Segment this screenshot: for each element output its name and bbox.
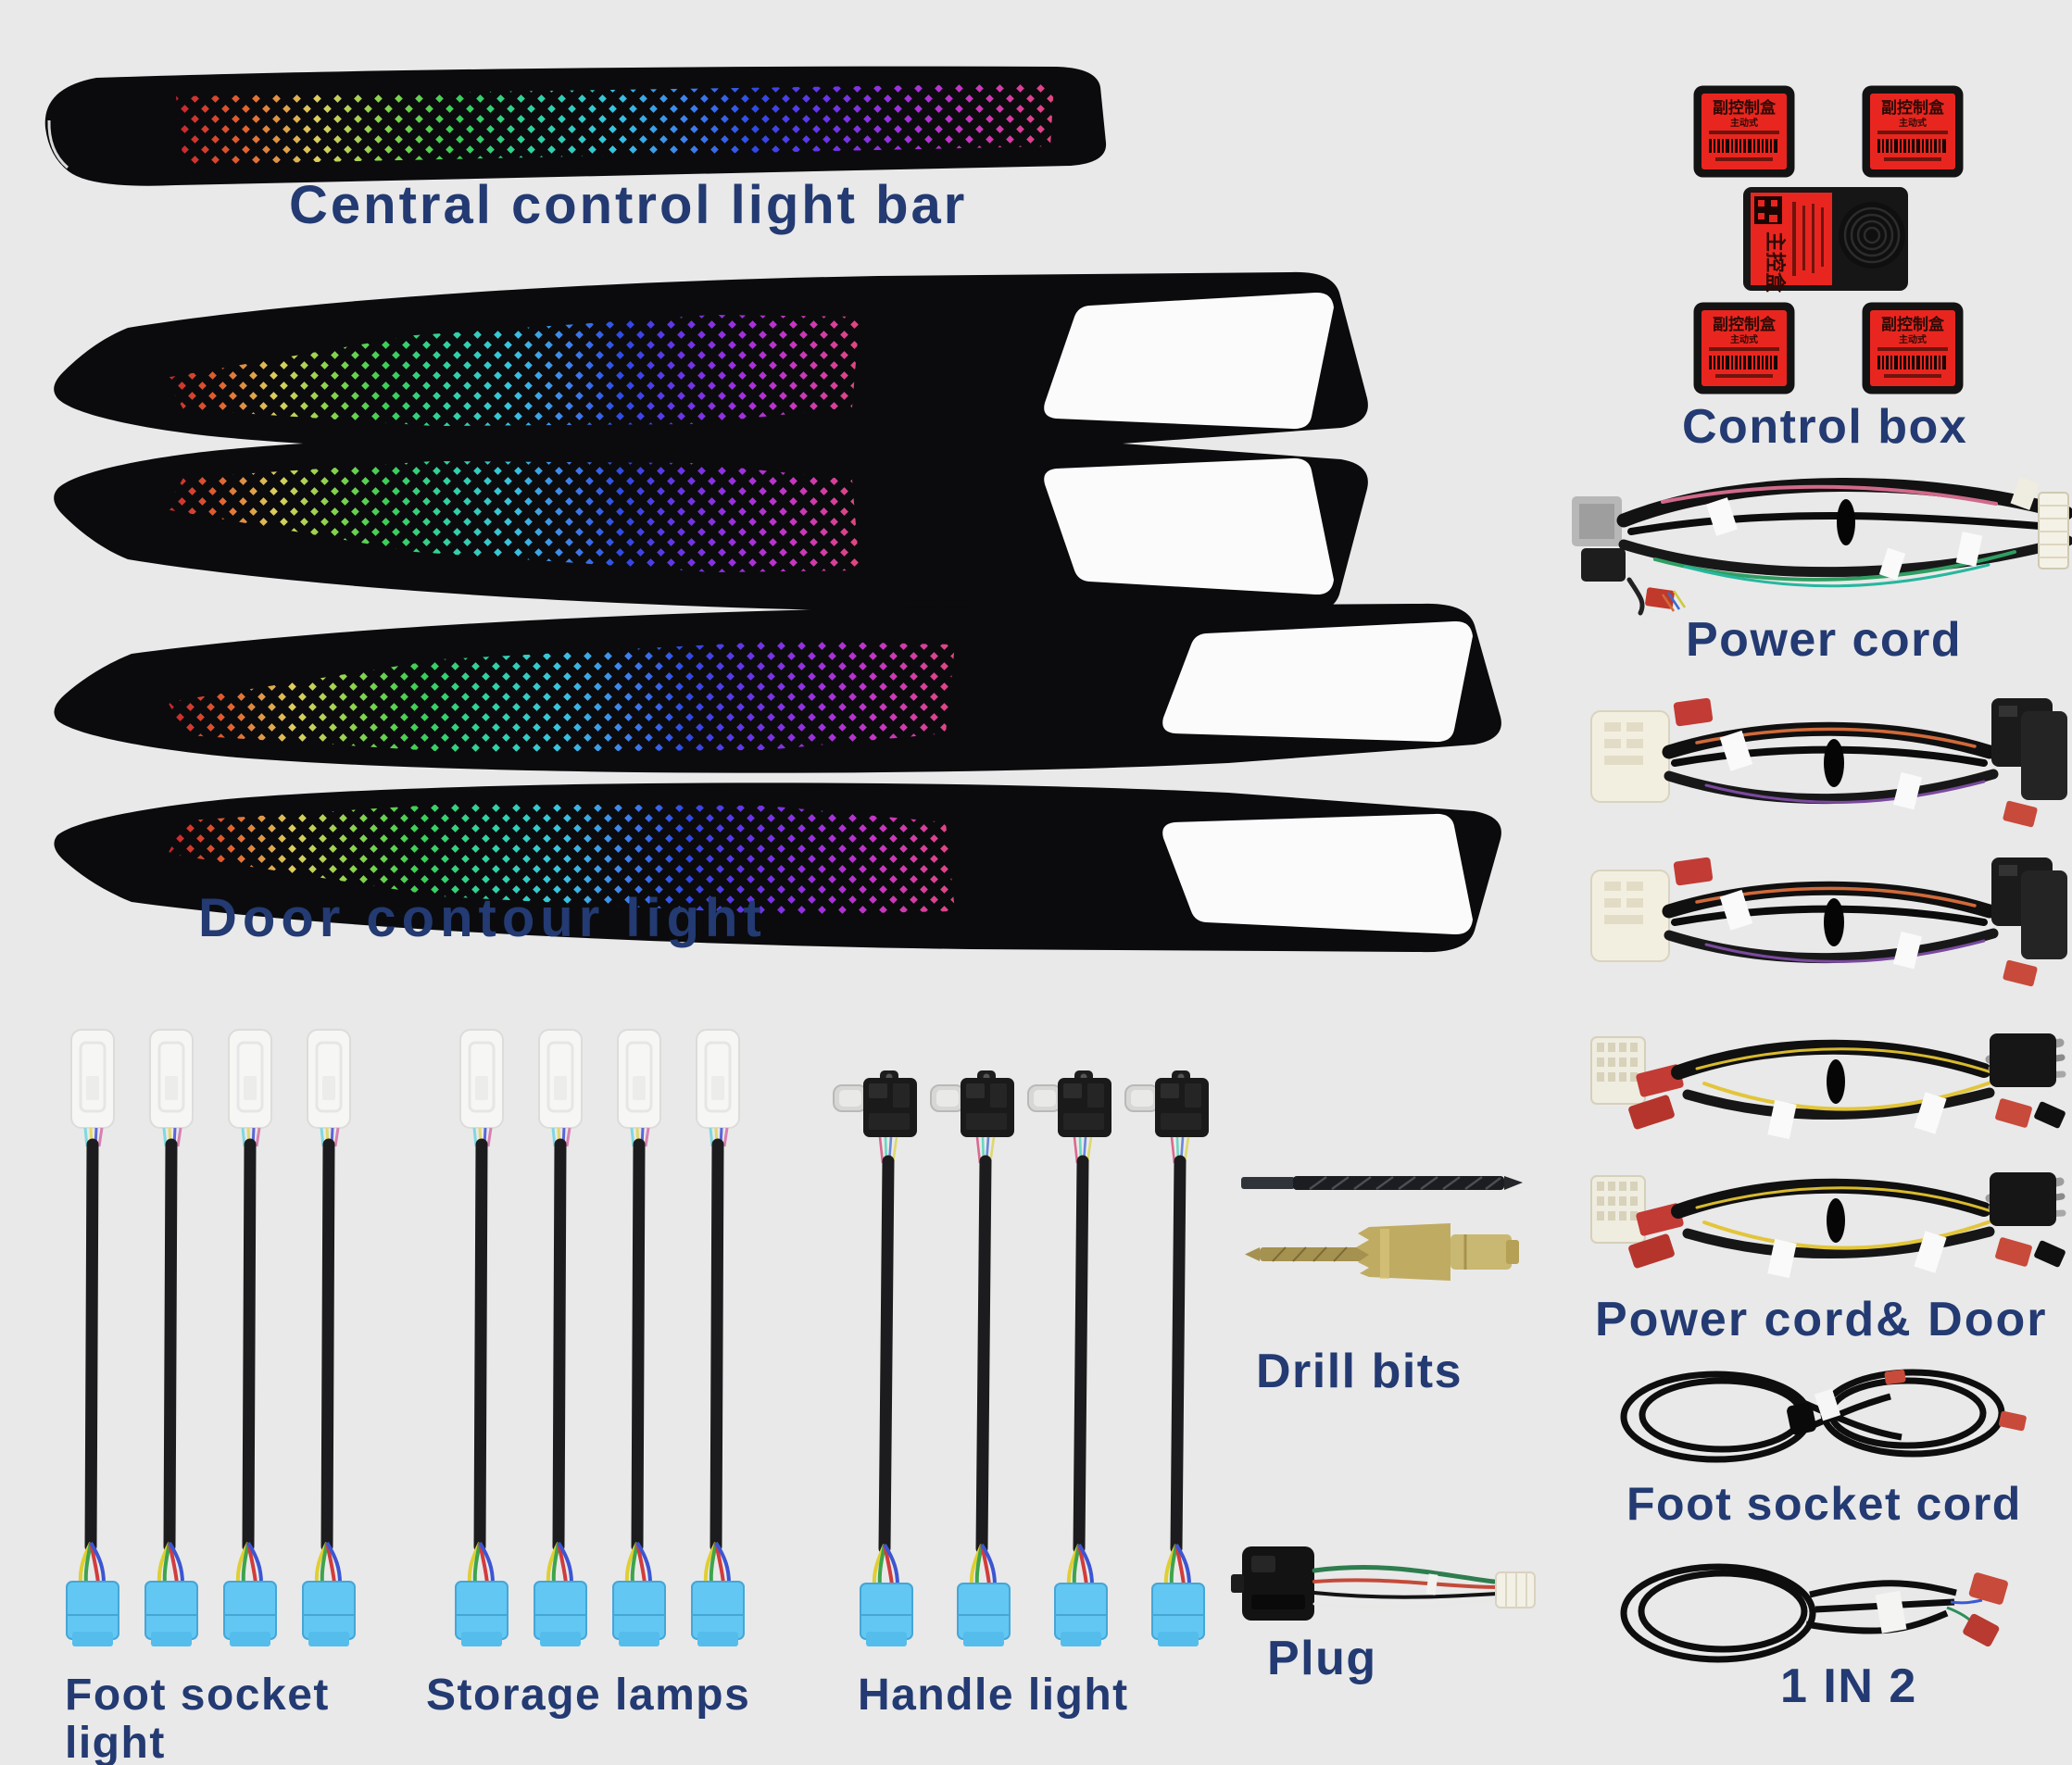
white-pin-connector: [2038, 492, 2069, 570]
plug-image: [1231, 1546, 1536, 1621]
label-tag: [1706, 497, 1738, 536]
cable-wrap: [1787, 1402, 1816, 1435]
door-contour-panel-2: [54, 432, 1368, 616]
led-dot-matrix: [176, 83, 1054, 165]
led-dot-matrix: [168, 641, 955, 752]
coiled-cable: [1620, 1563, 1957, 1663]
door-contour-panel-4: [54, 782, 1501, 953]
speaker-grille: [1839, 202, 1905, 269]
handle-cutout: [1162, 620, 1473, 743]
power-cord-image: [1572, 477, 2072, 616]
door-contour-panel-3: [54, 603, 1501, 773]
red-connector: [1968, 1572, 2008, 1605]
foot-socket-light-label-line2: light: [65, 1719, 166, 1765]
label-tag: [1955, 532, 1983, 567]
power-cord-door-label: Power cord& Door: [1595, 1293, 2048, 1346]
label-tag: [1875, 1590, 1907, 1634]
main-control-box: 主控盒: [1743, 187, 1908, 294]
white-connector: [1495, 1571, 1536, 1609]
one-in-two-cord-image: [1620, 1563, 2008, 1663]
label-tag: [1878, 547, 1906, 581]
label-tag: [1814, 1388, 1841, 1421]
plug-wires: [1312, 1565, 1498, 1609]
white-mini-connector: [2010, 477, 2040, 510]
red-connector: [1884, 1369, 1906, 1385]
control-box-image: 主控盒: [1693, 85, 1964, 394]
hole-saw-bit: [1245, 1223, 1519, 1281]
main-control-box-title: 主控盒: [1764, 232, 1787, 294]
cable-tie: [1425, 1573, 1438, 1596]
door-contour-light-label: Door contour light: [198, 888, 767, 948]
power-door-harness-b1: [1586, 1017, 2072, 1151]
plug-housing: [1231, 1546, 1314, 1621]
drill-bits-image: [1241, 1175, 1523, 1281]
central-control-light-bar-label: Central control light bar: [289, 175, 968, 235]
drill-bits-label: Drill bits: [1256, 1345, 1463, 1398]
red-connector: [1998, 1410, 2027, 1432]
handle-cutout: [1044, 292, 1334, 430]
storage-lamps-image: [440, 1028, 760, 1653]
power-door-harness-b2: [1586, 1156, 2072, 1290]
door-contour-panel-1: [54, 271, 1368, 455]
power-door-harness-a1: [1586, 685, 2072, 841]
one-in-two-label: 1 IN 2: [1780, 1659, 1917, 1713]
central-control-light-bar-image: [44, 66, 1107, 186]
foot-socket-cord-image: [1620, 1369, 2027, 1463]
black-connector: [1581, 548, 1626, 582]
led-dot-matrix: [165, 315, 860, 426]
red-connector: [1963, 1613, 2000, 1647]
handle-light-image: [832, 1070, 1230, 1652]
red-connector: [1645, 587, 1675, 609]
handle-cutout: [1044, 457, 1334, 595]
twist-drill: [1241, 1175, 1523, 1191]
foot-socket-light-image: [51, 1028, 370, 1653]
power-door-harness-a2: [1586, 845, 2072, 1000]
power-cord-label: Power cord: [1686, 613, 1963, 667]
led-dot-matrix: [168, 804, 955, 915]
handle-light-label: Handle light: [858, 1671, 1129, 1720]
ribbon-wires: [1661, 590, 1687, 612]
handle-cutout: [1162, 813, 1473, 935]
foot-socket-cord-label: Foot socket cord: [1626, 1478, 2022, 1530]
led-dot-matrix: [165, 461, 860, 572]
plug-label: Plug: [1267, 1632, 1377, 1685]
storage-lamps-label: Storage lamps: [426, 1671, 751, 1720]
foot-socket-light-label-line1: Foot socket: [65, 1671, 330, 1720]
control-box-label: Control box: [1682, 400, 1968, 454]
